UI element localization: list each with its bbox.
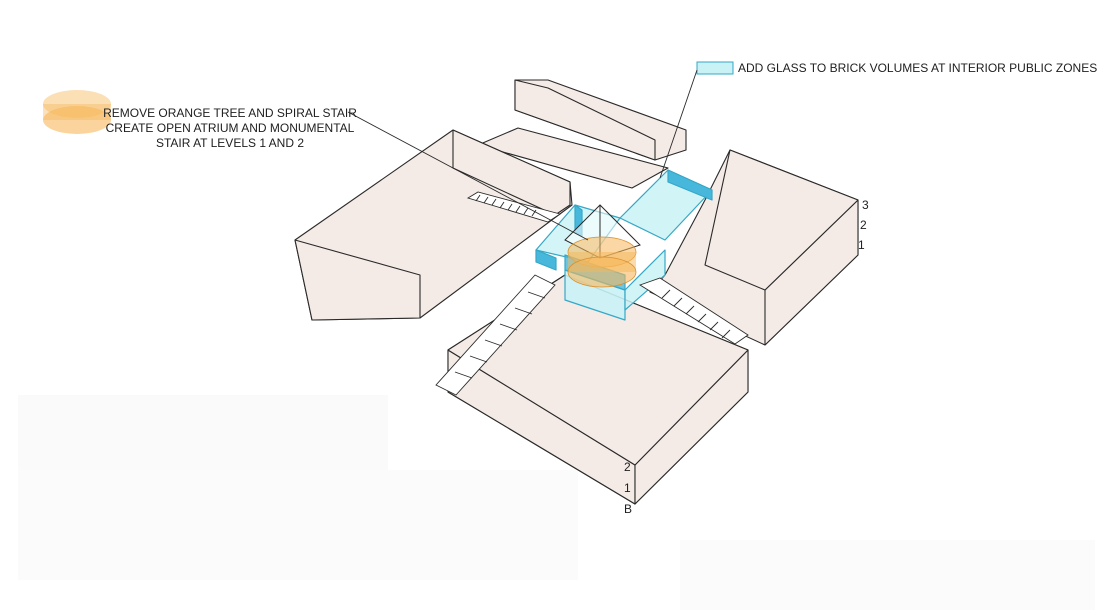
orange-tree-volume: [567, 236, 637, 288]
background-wash-right: [680, 540, 1095, 610]
south-level-2: 2: [624, 460, 631, 474]
south-volume: [447, 274, 749, 505]
orange-annotation-line-1: REMOVE ORANGE TREE AND SPIRAL STAIR: [103, 106, 357, 120]
stair-west-upper: [466, 191, 562, 223]
east-volume: [649, 149, 859, 346]
orange-annotation-line-3: STAIR AT LEVELS 1 AND 2: [155, 136, 305, 150]
east-level-3: 3: [862, 198, 869, 212]
glass-annotation: ADD GLASS TO BRICK VOLUMES AT INTERIOR P…: [738, 61, 1098, 75]
stair-southwest: [435, 274, 556, 396]
east-level-1: 1: [858, 238, 865, 252]
south-level-1: 1: [624, 481, 631, 495]
west-volume: [294, 129, 573, 321]
orange-annotation: REMOVE ORANGE TREE AND SPIRAL STAIR CREA…: [90, 106, 370, 151]
glass-legend-swatch: [696, 61, 734, 75]
stair-east: [638, 277, 749, 345]
orange-leader-line: [347, 111, 589, 241]
background-wash-left-lower: [18, 470, 578, 580]
glass-leader-line: [659, 69, 698, 179]
south-level-b: B: [624, 502, 633, 516]
east-level-2: 2: [860, 218, 867, 232]
orange-annotation-line-2: CREATE OPEN ATRIUM AND MONUMENTAL: [105, 121, 355, 135]
orange-legend-swatch: [43, 90, 111, 134]
